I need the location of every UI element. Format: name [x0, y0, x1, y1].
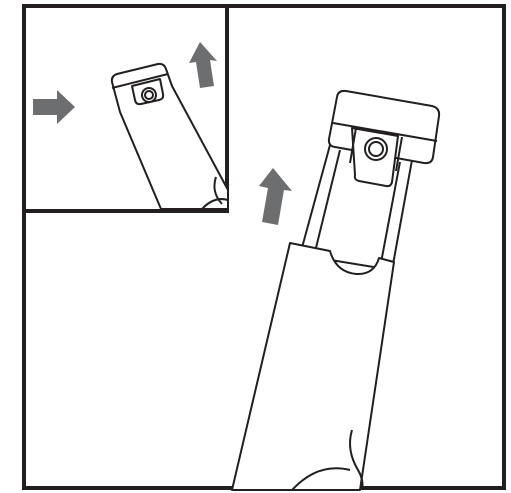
clip-slot-left	[349, 127, 357, 164]
device-sleeve	[231, 242, 395, 491]
inset-device-ridge	[111, 73, 169, 89]
arrow-up-icon	[259, 168, 292, 225]
main-device	[231, 89, 441, 491]
inset-grip-curve-2	[201, 198, 229, 210]
inset-grip-curve	[213, 176, 223, 205]
grip-curve-1	[349, 429, 364, 491]
inset-panel	[22, 4, 229, 213]
sleeve-outline	[231, 242, 395, 491]
card-holder-cap	[327, 89, 441, 188]
tray-rail-right-inner	[379, 161, 401, 269]
cap-ridge	[332, 122, 438, 142]
arrow-up-icon	[189, 42, 217, 88]
clip-screw-inner	[368, 141, 384, 157]
grip-curve-2	[291, 467, 351, 491]
inset-screw-inner	[144, 90, 154, 100]
inset-device	[110, 62, 229, 210]
clip-slot-right	[395, 136, 403, 172]
arrow-right-icon	[33, 90, 75, 124]
tray-rail-left-inner	[313, 149, 341, 257]
